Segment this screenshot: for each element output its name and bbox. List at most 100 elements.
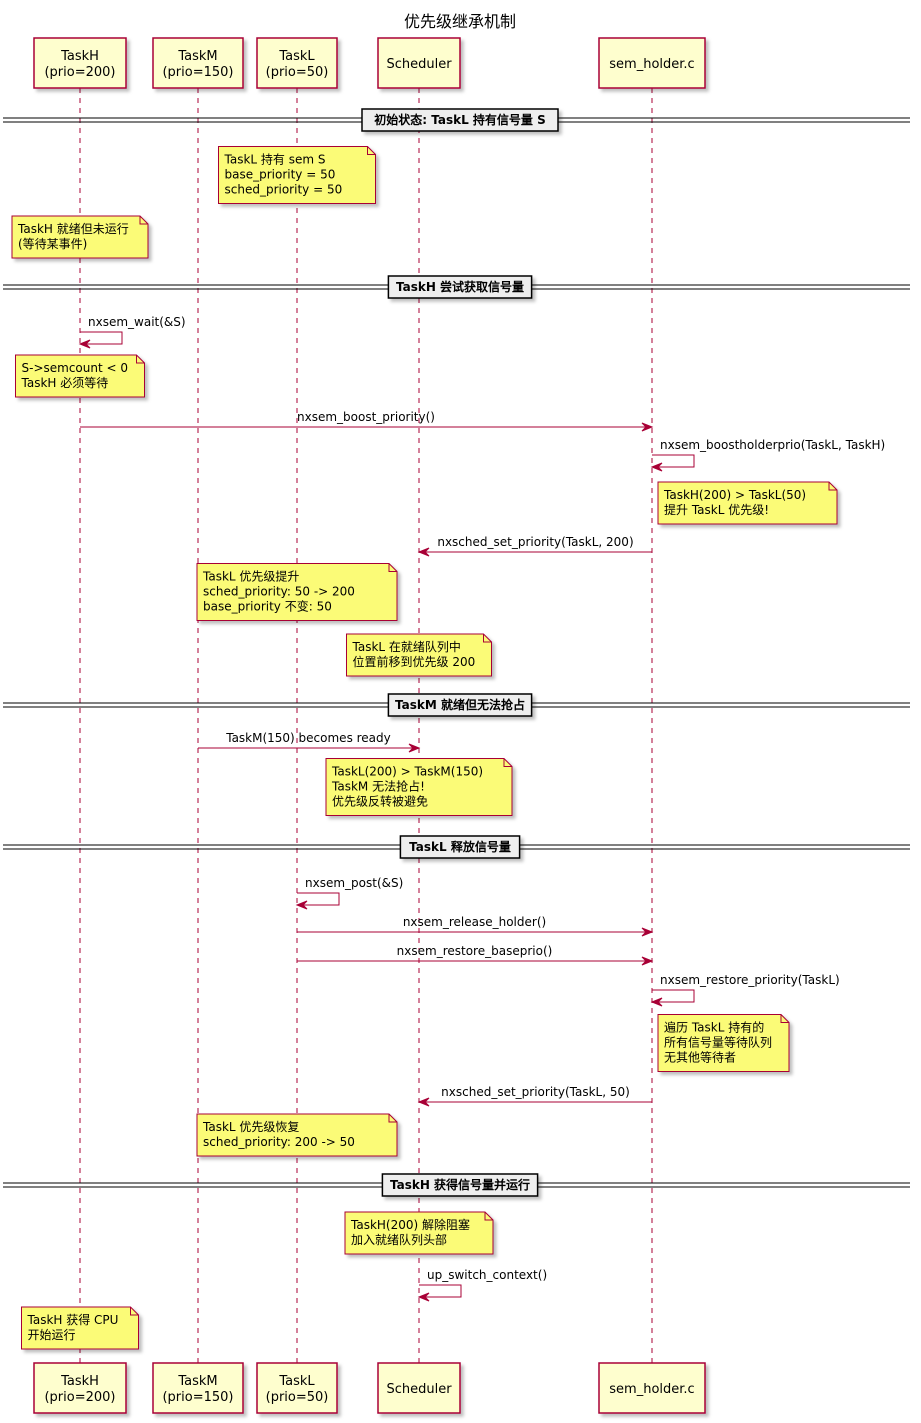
note-fold — [130, 1307, 139, 1316]
arrow-head — [641, 956, 654, 966]
note-fold — [367, 146, 376, 155]
event-message: nxsched_set_priority(TaskL, 50) — [417, 1085, 652, 1107]
event-message: nxsched_set_priority(TaskL, 200) — [417, 535, 652, 557]
note-text: 遍历 TaskL 持有的 — [664, 1020, 764, 1035]
event-message: nxsem_release_holder() — [297, 915, 654, 937]
note-text: TaskH(200) 解除阻塞 — [350, 1217, 470, 1232]
participants: TaskH(prio=200)TaskH(prio=200)TaskM(prio… — [33, 37, 706, 1414]
participant-box — [598, 1362, 706, 1414]
event-note: TaskL(200) > TaskM(150)TaskM 无法抢占!优先级反转被… — [325, 758, 513, 816]
note-text: sched_priority: 200 -> 50 — [203, 1135, 355, 1149]
arrow-head — [641, 422, 654, 432]
participant-box — [377, 37, 461, 89]
arrow-head — [417, 1097, 430, 1107]
participant-label: (prio=150) — [162, 65, 233, 80]
arrow-head — [650, 462, 663, 472]
participant-label: TaskL — [278, 49, 315, 64]
event-note: TaskH(200) > TaskL(50)提升 TaskL 优先级! — [657, 481, 838, 525]
message-label: nxsem_boost_priority() — [297, 410, 435, 424]
note-text: 位置前移到优先级 200 — [353, 654, 476, 669]
divider-label: TaskM 就绪但无法抢占 — [395, 697, 525, 712]
participant-label: (prio=200) — [44, 65, 115, 80]
self-message-label: nxsem_wait(&S) — [88, 315, 186, 329]
self-message-label: nxsem_boostholderprio(TaskL, TaskH) — [660, 438, 885, 452]
arrow-head — [417, 547, 430, 557]
note-fold — [484, 1212, 493, 1221]
participant-box — [377, 1362, 461, 1414]
participant-label: TaskH — [60, 49, 99, 64]
participant-taskm-bottom: TaskM(prio=150) — [152, 1362, 244, 1414]
message-label: TaskM(150) becomes ready — [225, 731, 391, 745]
participant-label: Scheduler — [386, 57, 452, 72]
event-message: TaskM(150) becomes ready — [198, 731, 421, 753]
note-fold — [388, 1114, 397, 1123]
participant-label: sem_holder.c — [609, 57, 694, 72]
participant-taskh-top: TaskH(prio=200) — [33, 37, 127, 89]
arrow-head — [641, 927, 654, 937]
participant-taskl-bottom: TaskL(prio=50) — [256, 1362, 338, 1414]
event-note: TaskH 就绪但未运行(等待某事件) — [11, 215, 149, 259]
message-label: nxsem_release_holder() — [403, 915, 546, 929]
divider-label: 初始状态: TaskL 持有信号量 S — [374, 112, 545, 127]
divider-box — [387, 275, 533, 299]
self-message-line — [297, 892, 340, 906]
divider-label: TaskH 尝试获取信号量 — [396, 279, 524, 294]
arrow-head — [408, 743, 421, 753]
message-label: nxsem_restore_baseprio() — [397, 944, 553, 958]
event-divider: TaskH 获得信号量并运行 — [3, 1173, 910, 1197]
event-divider: TaskM 就绪但无法抢占 — [3, 693, 910, 717]
note-text: TaskL 持有 sem S — [224, 152, 326, 167]
participant-semholder-bottom: sem_holder.c — [598, 1362, 706, 1414]
note-box — [196, 563, 398, 621]
note-text: TaskH(200) > TaskL(50) — [663, 488, 806, 502]
note-text: TaskH 必须等待 — [21, 376, 109, 390]
note-box — [344, 1211, 494, 1255]
self-message-line — [652, 989, 695, 1003]
participant-label: TaskM — [177, 1374, 217, 1389]
participant-scheduler-top: Scheduler — [377, 37, 461, 89]
note-box — [15, 354, 145, 398]
note-text: 优先级反转被避免 — [332, 794, 428, 809]
note-text: 加入就绪队列头部 — [351, 1232, 447, 1247]
participant-taskm-top: TaskM(prio=150) — [152, 37, 244, 89]
note-box — [196, 1113, 398, 1157]
self-message-line — [652, 454, 695, 468]
note-fold — [483, 634, 492, 643]
event-self: nxsem_wait(&S) — [78, 315, 186, 349]
self-message-line — [80, 331, 123, 345]
note-text: 提升 TaskL 优先级! — [664, 502, 769, 517]
participant-label: TaskL — [278, 1374, 315, 1389]
participant-label: Scheduler — [386, 1382, 452, 1397]
divider-box — [361, 108, 559, 132]
participant-label: (prio=50) — [266, 1390, 329, 1405]
note-fold — [139, 216, 148, 225]
events: 初始状态: TaskL 持有信号量 S TaskL 持有 sem Sbase_pr… — [3, 108, 910, 1350]
participant-scheduler-bottom: Scheduler — [377, 1362, 461, 1414]
event-self: up_switch_context() — [417, 1268, 547, 1302]
note-text: TaskH 获得 CPU — [27, 1312, 119, 1327]
participant-box — [33, 37, 127, 89]
divider-box — [387, 693, 533, 717]
event-message: nxsem_boost_priority() — [80, 410, 654, 432]
event-divider: 初始状态: TaskL 持有信号量 S — [3, 108, 910, 132]
note-fold — [503, 758, 512, 767]
participant-taskl-top: TaskL(prio=50) — [256, 37, 338, 89]
note-box — [657, 1014, 790, 1072]
diagram-title: 优先级继承机制 — [404, 12, 516, 31]
participant-box — [256, 37, 338, 89]
participant-semholder-top: sem_holder.c — [598, 37, 706, 89]
message-label: nxsched_set_priority(TaskL, 200) — [437, 535, 633, 549]
note-box — [218, 146, 376, 204]
divider-label: TaskH 获得信号量并运行 — [390, 1177, 530, 1192]
note-text: sched_priority: 50 -> 200 — [203, 585, 355, 599]
event-divider: TaskL 释放信号量 — [3, 835, 910, 859]
note-text: TaskL 优先级恢复 — [202, 1120, 299, 1134]
event-message: nxsem_restore_baseprio() — [297, 944, 654, 966]
divider-box — [399, 835, 521, 859]
note-text: TaskM 无法抢占! — [331, 779, 425, 794]
